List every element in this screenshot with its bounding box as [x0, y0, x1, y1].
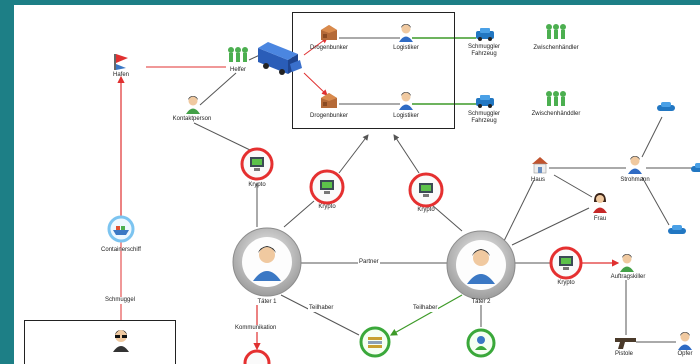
drogenbunker-2-label: Drogenbunker	[309, 113, 349, 119]
teilhaber-2-edge-label: Teilhaber	[412, 305, 439, 312]
edge-krypto2-taeter1	[283, 200, 315, 228]
edge-taeter2-teilhaber	[389, 294, 463, 336]
helfer-people-icon[interactable]	[226, 45, 250, 65]
schmuggler-fahrzeug-1-label: Schmuggler Fahrzeug	[467, 44, 500, 57]
krypto-node-3[interactable]	[408, 172, 444, 208]
car-2-icon[interactable]	[689, 161, 700, 175]
logistiker-2-icon[interactable]	[397, 91, 415, 111]
edge-strohmann-car1	[641, 116, 663, 158]
drogenbunker-2-icon[interactable]	[319, 91, 339, 111]
zwischenhaendler-2-icon[interactable]	[544, 89, 568, 109]
logistics-group-box	[292, 12, 455, 129]
helfer-label: Helfer	[229, 67, 246, 73]
car-1-icon[interactable]	[655, 100, 677, 114]
hafen-icon[interactable]	[111, 52, 131, 72]
haus-label: Haus	[530, 177, 545, 183]
pistole-label: Pistole	[614, 351, 633, 357]
krypto-node-4[interactable]	[549, 246, 583, 280]
containerschiff-icon[interactable]	[107, 215, 135, 243]
frau-label: Frau	[593, 216, 607, 222]
kontaktperson-label: Kontaktperson	[172, 116, 212, 122]
opfer-icon[interactable]	[676, 331, 694, 351]
teilhaber-company-node[interactable]	[359, 326, 391, 358]
krypto-3-label: Krypto	[417, 207, 435, 213]
edges-layer	[117, 37, 694, 364]
strohmann-icon[interactable]	[626, 155, 644, 175]
krypto-node-5-partial[interactable]	[243, 349, 271, 364]
logistiker-2-label: Logistiker	[393, 113, 419, 119]
car-3-icon[interactable]	[666, 223, 688, 237]
auftragskiller-icon[interactable]	[618, 253, 636, 273]
bottom-left-group-box	[24, 320, 176, 364]
kommunikation-edge-label: Kommunikation	[234, 325, 278, 332]
person-sunglasses-icon[interactable]	[111, 328, 131, 352]
truck-icon[interactable]	[254, 38, 304, 78]
containerschiff-label: Containerschiff	[101, 247, 141, 253]
taeter-2-sub-node[interactable]	[466, 328, 496, 358]
haus-icon[interactable]	[530, 155, 550, 175]
logistiker-1-icon[interactable]	[397, 23, 415, 43]
auftragskiller-label: Auftragskiller	[610, 274, 646, 280]
krypto-node-1[interactable]	[240, 147, 274, 181]
schmuggler-fahrzeug-2-label: Schmuggler Fahrzeug	[467, 111, 500, 124]
strohmann-label: Strohmann	[620, 177, 650, 183]
schmuggler-fahrzeug-2-icon[interactable]	[474, 93, 496, 109]
zwischenhaendler-1-icon[interactable]	[544, 22, 568, 42]
kontaktperson-icon[interactable]	[184, 95, 202, 115]
edge-krypto3-taeter2	[431, 204, 463, 232]
edge-helfer-kontakt	[199, 72, 237, 106]
krypto-1-label: Krypto	[248, 182, 266, 188]
schmuggler-fahrzeug-1-icon[interactable]	[474, 26, 496, 42]
edge-krypto2-box	[338, 134, 369, 174]
zwischenhaendler-1-label: Zwischenhändler	[533, 45, 579, 51]
drogenbunker-1-icon[interactable]	[319, 23, 339, 43]
drogenbunker-1-label: Drogenbunker	[309, 45, 349, 51]
krypto-4-label: Krypto	[557, 280, 575, 286]
krypto-2-label: Krypto	[318, 204, 336, 210]
hafen-label: Hafen	[112, 72, 129, 78]
partner-edge-label: Partner	[358, 259, 380, 266]
taeter-1-label: Täter 1	[257, 299, 277, 305]
edge-truck-bunker1	[303, 37, 328, 56]
edge-kontakt-krypto1	[193, 122, 251, 151]
edge-taeter2-haus	[503, 179, 535, 242]
edge-truck-bunker2	[303, 72, 328, 96]
edge-strohmann-car3	[641, 176, 670, 226]
edge-taeter1-teilhaber	[280, 294, 360, 336]
taeter-2-label: Täter 2	[471, 299, 491, 305]
edge-haus-frau	[553, 174, 593, 198]
taeter-2-node[interactable]	[446, 230, 516, 300]
frau-icon[interactable]	[591, 192, 609, 214]
zwischenhaendler-2-label: Zwischenhänddler	[531, 111, 581, 117]
pistole-icon[interactable]	[614, 335, 638, 351]
edge-krypto3-box	[393, 134, 420, 174]
teilhaber-1-edge-label: Teilhaber	[308, 305, 335, 312]
network-diagram-canvas: Hafen Helfer Kontaktperson Krypto Krypto…	[14, 5, 700, 364]
taeter-1-node[interactable]	[232, 227, 302, 297]
edge-taeter2-frau	[511, 207, 590, 246]
schmuggel-edge-label: Schmuggel	[104, 297, 137, 304]
opfer-label: Opfer	[677, 351, 693, 357]
logistiker-1-label: Logistiker	[393, 45, 419, 51]
krypto-node-2[interactable]	[309, 169, 345, 205]
